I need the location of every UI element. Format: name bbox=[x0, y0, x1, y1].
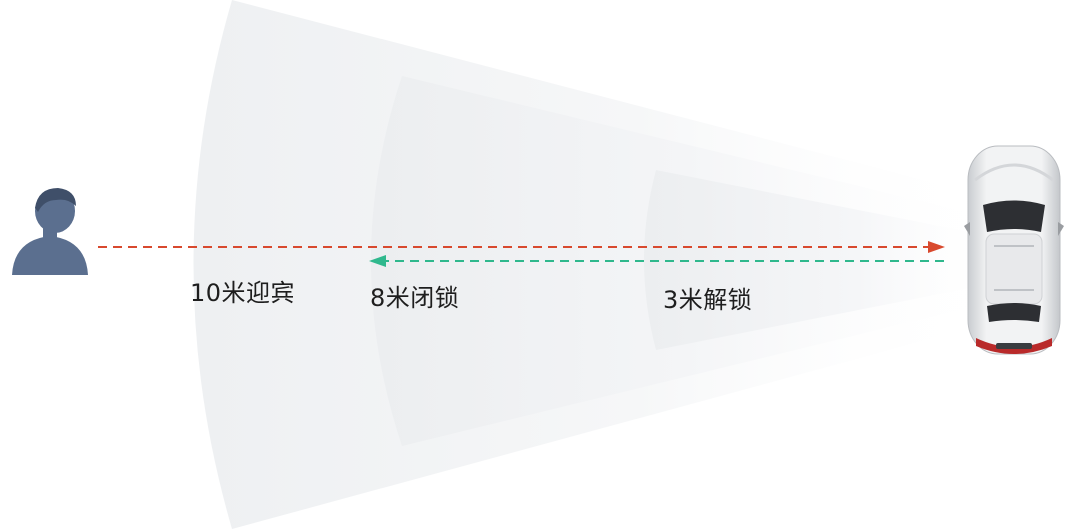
zone-label-unlock-3m: 3米解锁 bbox=[663, 286, 753, 314]
welcome-arrow bbox=[98, 241, 945, 253]
zone-label-welcome-10m: 10米迎宾 bbox=[190, 279, 296, 307]
person-icon bbox=[12, 188, 88, 275]
car-icon bbox=[964, 145, 1064, 355]
zone-label-lock-8m: 8米闭锁 bbox=[370, 284, 460, 312]
lock-arrow bbox=[369, 255, 950, 267]
